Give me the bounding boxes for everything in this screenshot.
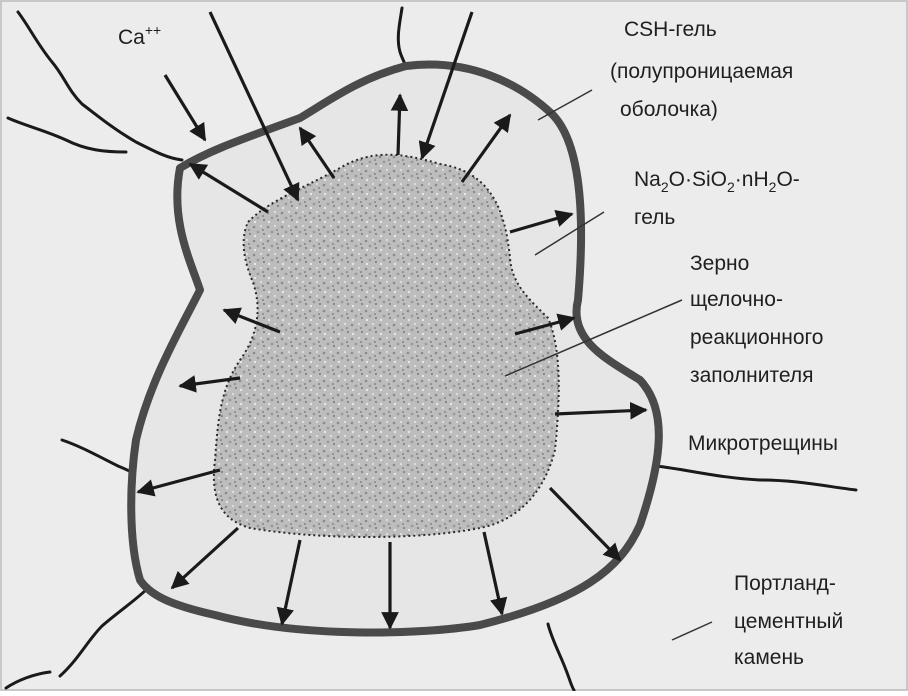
label-csh-gel-3: оболочка) (620, 98, 718, 121)
arrow-outward-4 (398, 95, 400, 155)
label-grain-4: заполнителя (690, 364, 813, 387)
label-grain-1: Зерно (690, 252, 749, 275)
label-microcracks: Микротрещины (688, 432, 838, 455)
label-csh-gel-1: CSH-гель (624, 18, 717, 41)
label-grain-3: реакционного (690, 326, 823, 349)
label-cement-stone-3: камень (734, 646, 804, 669)
label-na-gel-2: гель (634, 206, 675, 229)
label-cement-stone-1: Портланд- (734, 572, 836, 595)
label-cement-stone-2: цементный (734, 610, 843, 633)
label-grain-2: щелочно- (690, 288, 783, 311)
label-csh-gel-2: (полупроницаемая (610, 60, 793, 83)
